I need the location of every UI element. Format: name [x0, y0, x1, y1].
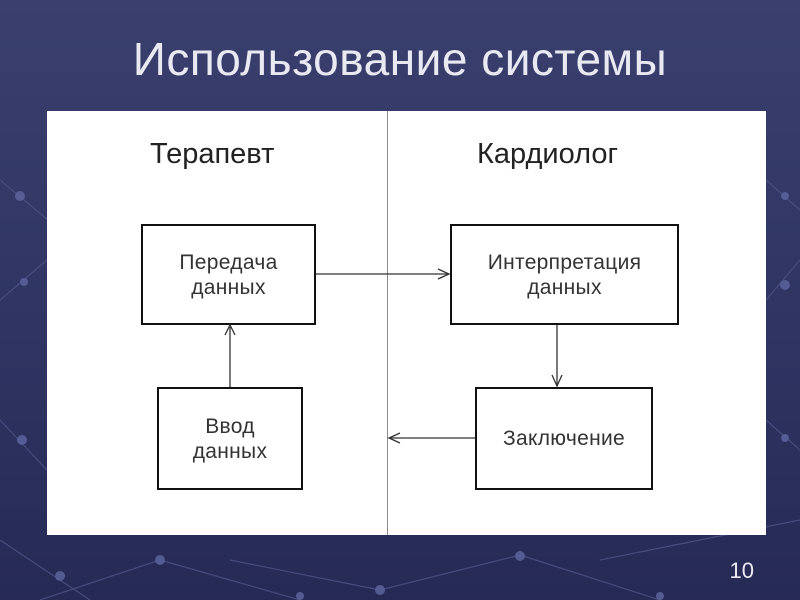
- node-conclusion: Заключение: [475, 387, 653, 490]
- lane-divider: [387, 111, 388, 535]
- lane-title-cardiologist: Кардиолог: [477, 138, 619, 170]
- diagram-arrows: [224, 268, 563, 444]
- page-number: 10: [729, 558, 754, 583]
- node-transfer-data-label: Передача данных: [179, 250, 278, 299]
- node-input-data: Ввод данных: [157, 387, 303, 490]
- node-interpretation-label: Интерпретация данных: [487, 250, 642, 299]
- arrowhead-input-to-transfer: [224, 323, 236, 336]
- arrowhead-transfer-to-interpretation: [437, 268, 451, 280]
- node-conclusion-label: Заключение: [503, 427, 625, 450]
- node-input-data-label: Ввод данных: [192, 414, 268, 463]
- diagram-panel: Терапевт Кардиолог Передача данных Ввод …: [47, 111, 766, 535]
- slide-title: Использование системы: [132, 33, 668, 85]
- lane-title-therapist: Терапевт: [150, 138, 275, 170]
- node-transfer-data: Передача данных: [141, 224, 316, 325]
- node-interpretation: Интерпретация данных: [450, 224, 679, 325]
- arrowhead-interpretation-to-conclusion: [551, 374, 563, 388]
- arrowhead-conclusion-to-therapist: [387, 432, 401, 444]
